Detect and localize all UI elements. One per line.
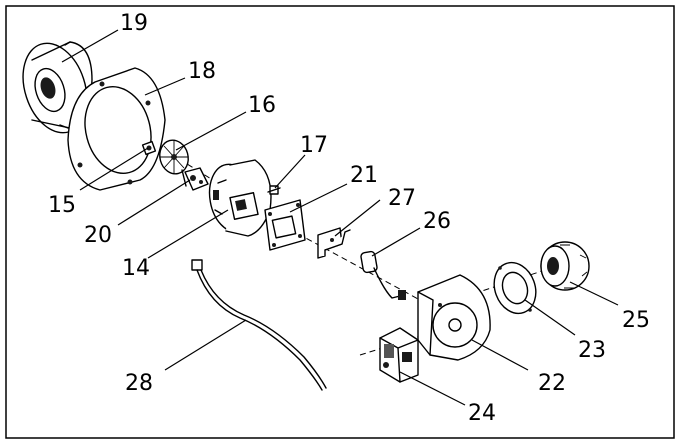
callout-17: 17 <box>300 133 328 158</box>
part-28-tube <box>191 259 327 391</box>
part-18-gasket <box>67 67 166 191</box>
part-22-blower-housing <box>417 274 491 361</box>
callout-16: 16 <box>248 93 276 118</box>
part-14-motor <box>208 159 272 237</box>
part-20-coupling <box>181 167 209 191</box>
callout-23: 23 <box>578 338 606 363</box>
part-24-valve <box>379 327 419 383</box>
callout-21: 21 <box>350 163 378 188</box>
callout-labels: 19 18 16 17 15 20 14 21 27 26 25 23 22 2… <box>48 11 650 426</box>
callout-22: 22 <box>538 371 566 396</box>
callout-26: 26 <box>423 209 451 234</box>
callout-19: 19 <box>120 11 148 36</box>
callout-27: 27 <box>388 186 416 211</box>
part-23-ring-gasket <box>493 261 537 315</box>
part-17-screw <box>267 185 281 195</box>
part-21-plate <box>264 199 306 251</box>
callout-28: 28 <box>125 371 153 396</box>
callout-18: 18 <box>188 59 216 84</box>
callout-25: 25 <box>622 308 650 333</box>
part-26-capacitor <box>360 250 406 300</box>
callout-15: 15 <box>48 193 76 218</box>
callout-14: 14 <box>122 256 150 281</box>
part-25-impeller <box>540 241 590 291</box>
part-16-fan-wheel <box>159 139 189 175</box>
diagram-border <box>5 5 675 439</box>
callout-20: 20 <box>84 223 112 248</box>
leader-lines <box>61 29 619 406</box>
callout-24: 24 <box>468 401 496 426</box>
